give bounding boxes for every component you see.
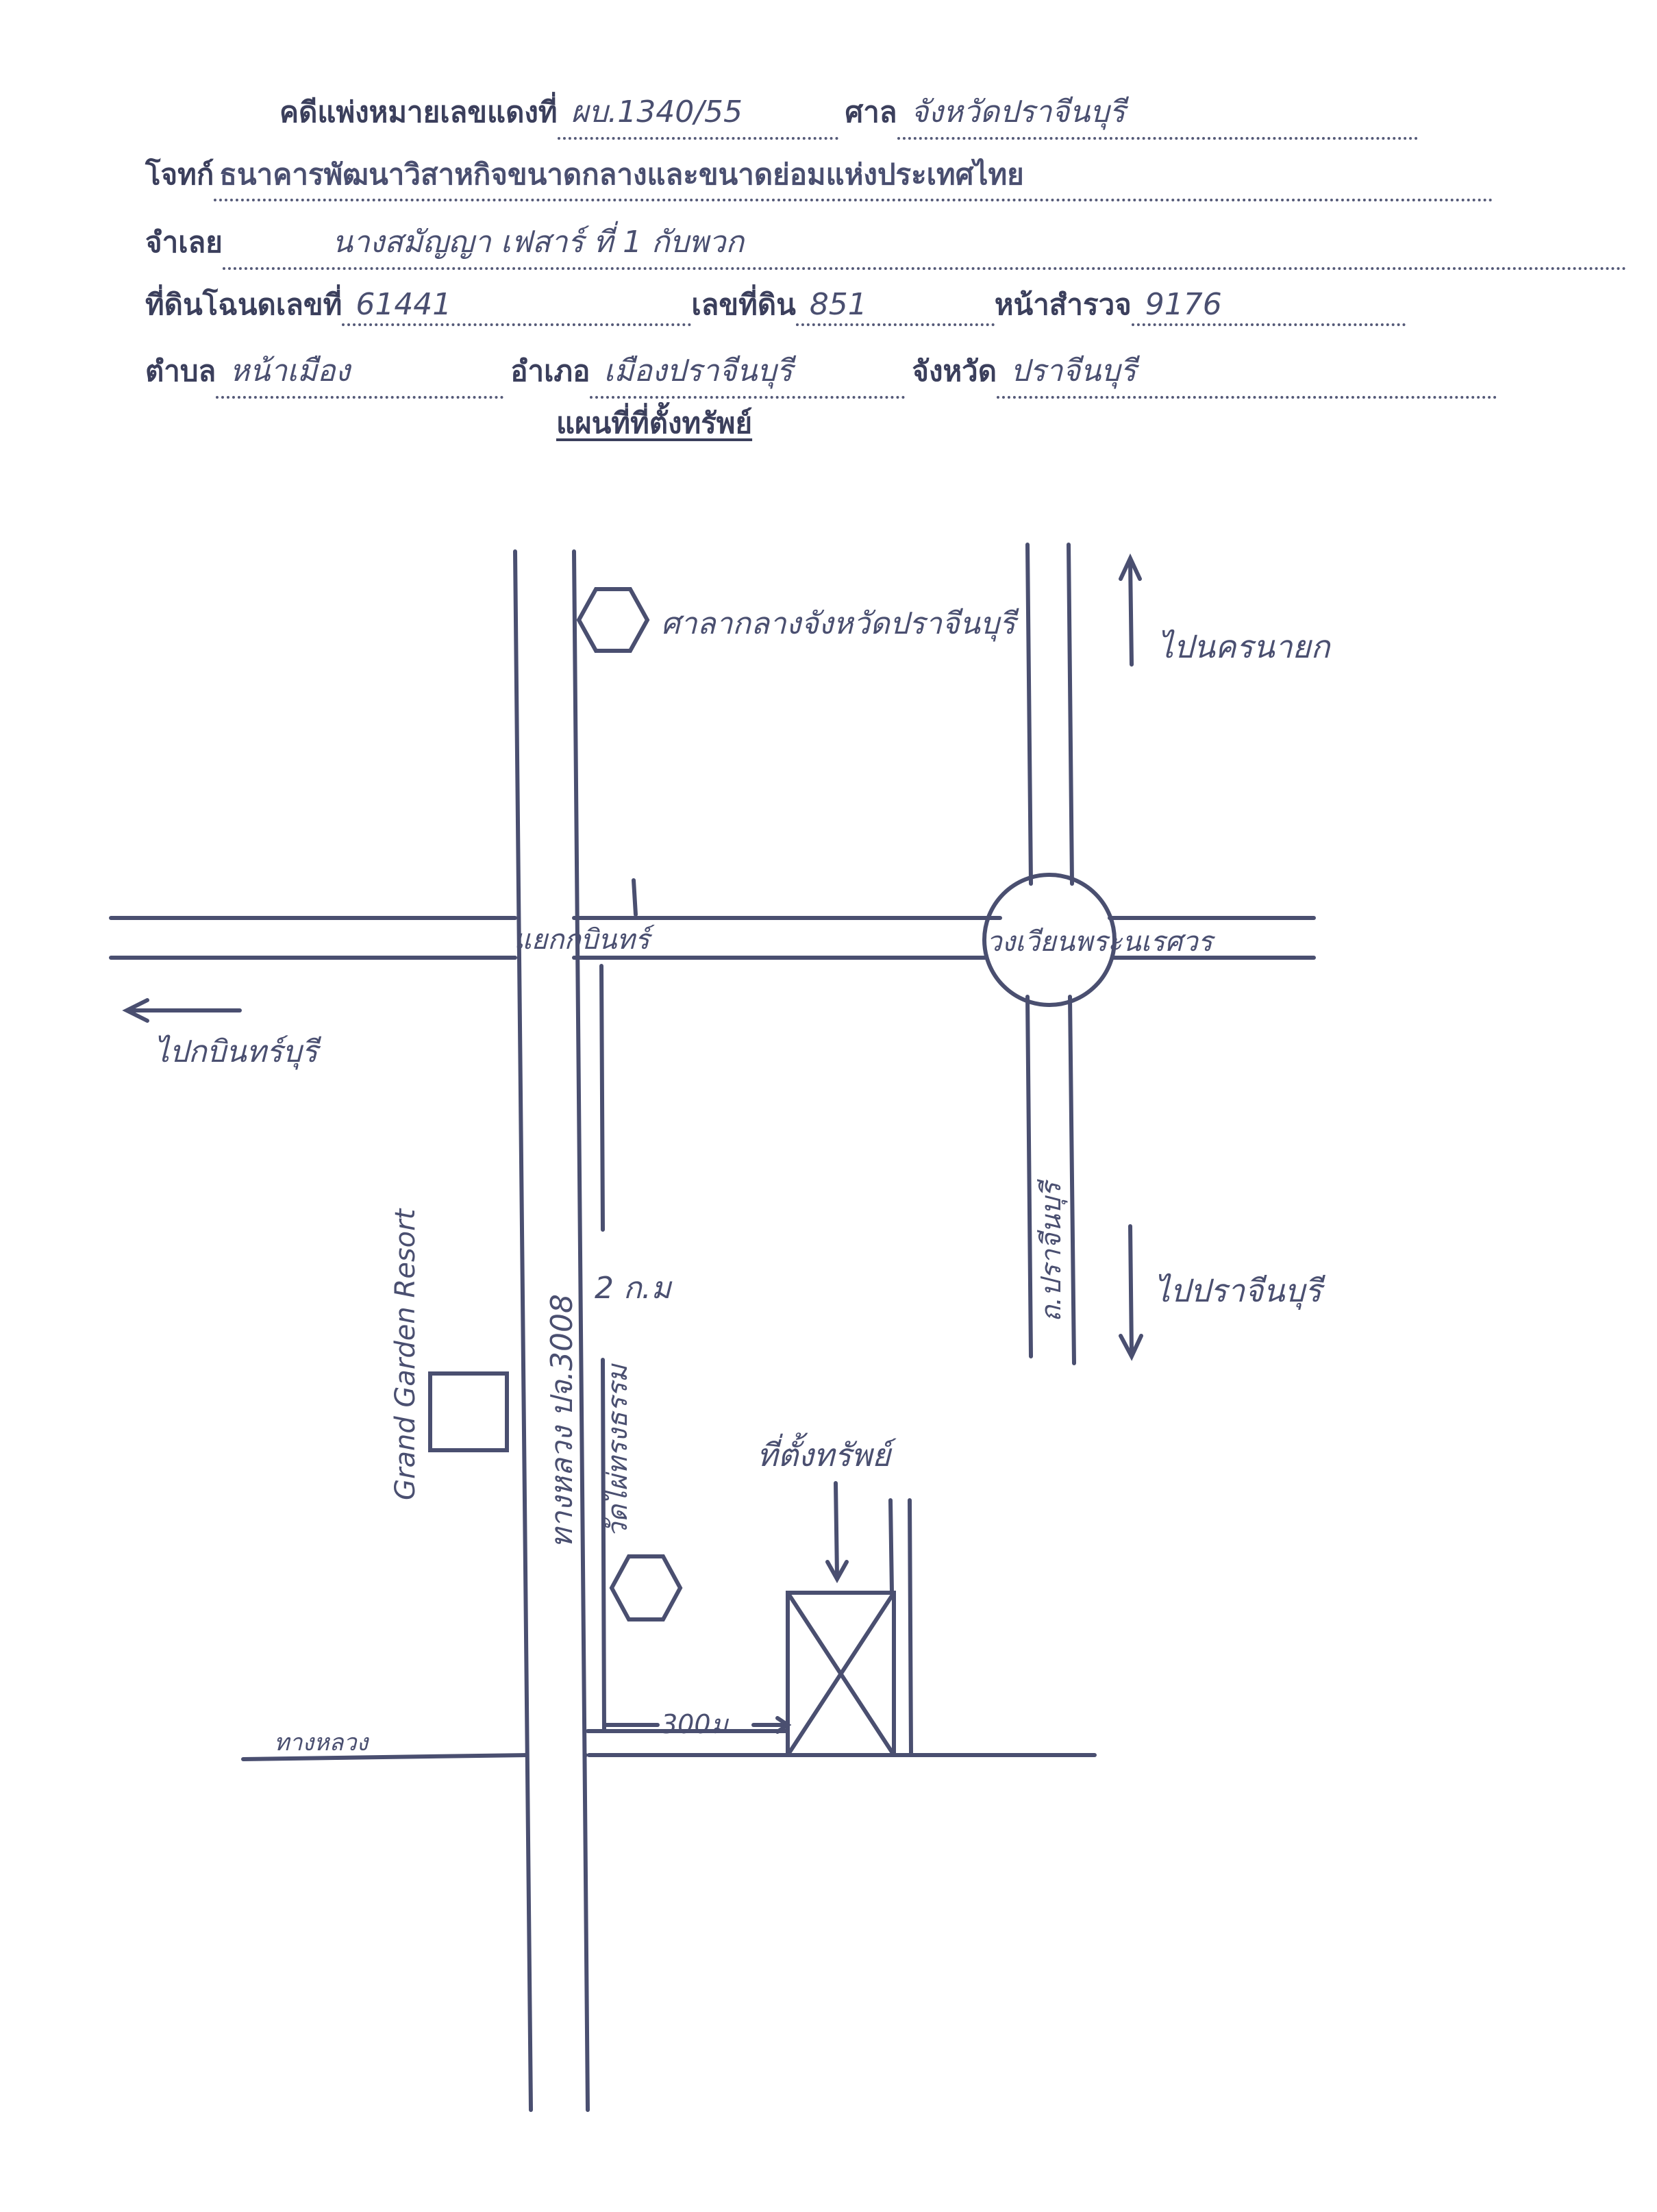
south-arrow-shaft: [1128, 1224, 1134, 1355]
label-property: ที่ตั้งทรัพย์: [757, 1432, 897, 1474]
province-label: จังหวัด: [912, 354, 997, 388]
property-cross-b: [786, 1591, 896, 1757]
junction-tick: [632, 878, 638, 917]
north-arrow-shaft: [1128, 560, 1134, 667]
right-road-right-edge: [1067, 543, 1074, 886]
subdistrict-label: ตำบล: [145, 354, 216, 388]
south-arrow-head: [1119, 1334, 1143, 1361]
property-arrow-head: [825, 1560, 849, 1584]
resort-building-icon: [428, 1371, 509, 1452]
frontage-road-lower: [601, 1358, 606, 1732]
label-highway: ทางหลวง ปจ.3008: [545, 1294, 580, 1548]
right-road-left-edge-lower: [1025, 995, 1033, 1358]
land-number-label: เลขที่ดิน: [691, 288, 796, 321]
subdistrict-name: หน้าเมือง: [216, 347, 504, 399]
label-to-prachinburi: ไปปราจีนบุรี: [1154, 1272, 1325, 1310]
property-arrow-shaft: [834, 1481, 839, 1578]
label-temple: วัดไผ่ทรงธรรม: [602, 1363, 634, 1538]
property-road-right: [908, 1498, 913, 1756]
frontage-road-upper: [599, 964, 605, 1232]
location-row: ตำบล หน้าเมือง อำเภอ เมืองปราจีนบุรี จัง…: [145, 347, 1497, 399]
label-distance-km: 2 ก.ม: [595, 1271, 673, 1306]
label-to-kabin: ไปกบินทร์บุรี: [154, 1034, 322, 1070]
case-row: คดีแพ่งหมายเลขแดงที่ ผบ.1340/55 ศาล จังห…: [279, 88, 1418, 140]
roundabout-circle: [982, 873, 1117, 1007]
label-road-right: ถ.ปราจีนบุรี: [1036, 1179, 1068, 1322]
survey-label: หน้าสำรวจ: [994, 288, 1132, 321]
property-parcel: [786, 1591, 896, 1757]
defendant-label: จำเลย: [145, 225, 223, 259]
defendant-name: นางสมัญญา เฟสาร์ ที่ 1 กับพวก: [222, 218, 1627, 270]
deed-number: 61441: [342, 287, 692, 326]
plaintiff-row: โจทก์ ธนาคารพัฒนาวิสาหกิจขนาดกลางและขนาด…: [145, 152, 1494, 201]
right-road-left-edge: [1025, 543, 1033, 886]
label-city-hall: ศาลากลางจังหวัดปราจีนบุรี: [661, 606, 1019, 642]
province-name: ปราจีนบุรี: [997, 347, 1497, 399]
north-arrow-head: [1119, 553, 1142, 581]
property-road-left: [888, 1498, 894, 1595]
label-distance-m: 300ม: [661, 1709, 730, 1739]
survey-number: 9176: [1131, 287, 1406, 326]
court-name: จังหวัดปราจีนบุรี: [897, 88, 1418, 140]
district-name: เมืองปราจีนบุรี: [590, 347, 906, 399]
highway-road-right-edge: [572, 549, 590, 2112]
highway-road-left-edge: [513, 549, 533, 2112]
label-to-nakhon-nayok: ไปนครนายก: [1158, 628, 1331, 665]
label-resort: Grand Garden Resort: [390, 1208, 421, 1500]
city-hall-hexagon-icon: [576, 587, 650, 653]
right-road-right-edge-lower: [1068, 995, 1076, 1365]
land-number: 851: [795, 287, 995, 326]
deed-row: ที่ดินโฉนดเลขที่ 61441 เลขที่ดิน 851 หน้…: [145, 282, 1406, 327]
court-label: ศาล: [845, 95, 897, 129]
label-roundabout: วงเวียนพระนเรศวร: [986, 926, 1216, 958]
west-arrow-head: [122, 998, 149, 1023]
plaintiff-name: ธนาคารพัฒนาวิสาหกิจขนาดกลางและขนาดย่อมแห…: [214, 152, 1494, 201]
label-intersection: แยกกบินทร์: [514, 924, 655, 956]
case-number: ผบ.1340/55: [557, 88, 838, 140]
temple-hexagon-icon: [609, 1554, 683, 1621]
bottom-road-bottom-edge-left: [241, 1753, 528, 1761]
label-bottom-left: ทางหลวง: [274, 1729, 369, 1756]
deed-label: ที่ดินโฉนดเลขที่: [145, 288, 342, 321]
plaintiff-label: โจทก์: [145, 158, 214, 191]
case-label: คดีแพ่งหมายเลขแดงที่: [279, 95, 558, 129]
district-label: อำเภอ: [510, 354, 590, 388]
map-title: แผนที่ที่ตั้งทรัพย์: [556, 406, 753, 440]
defendant-row: จำเลย นางสมัญญา เฟสาร์ ที่ 1 กับพวก: [145, 218, 1627, 270]
distance-arrow-head: [775, 1716, 792, 1734]
